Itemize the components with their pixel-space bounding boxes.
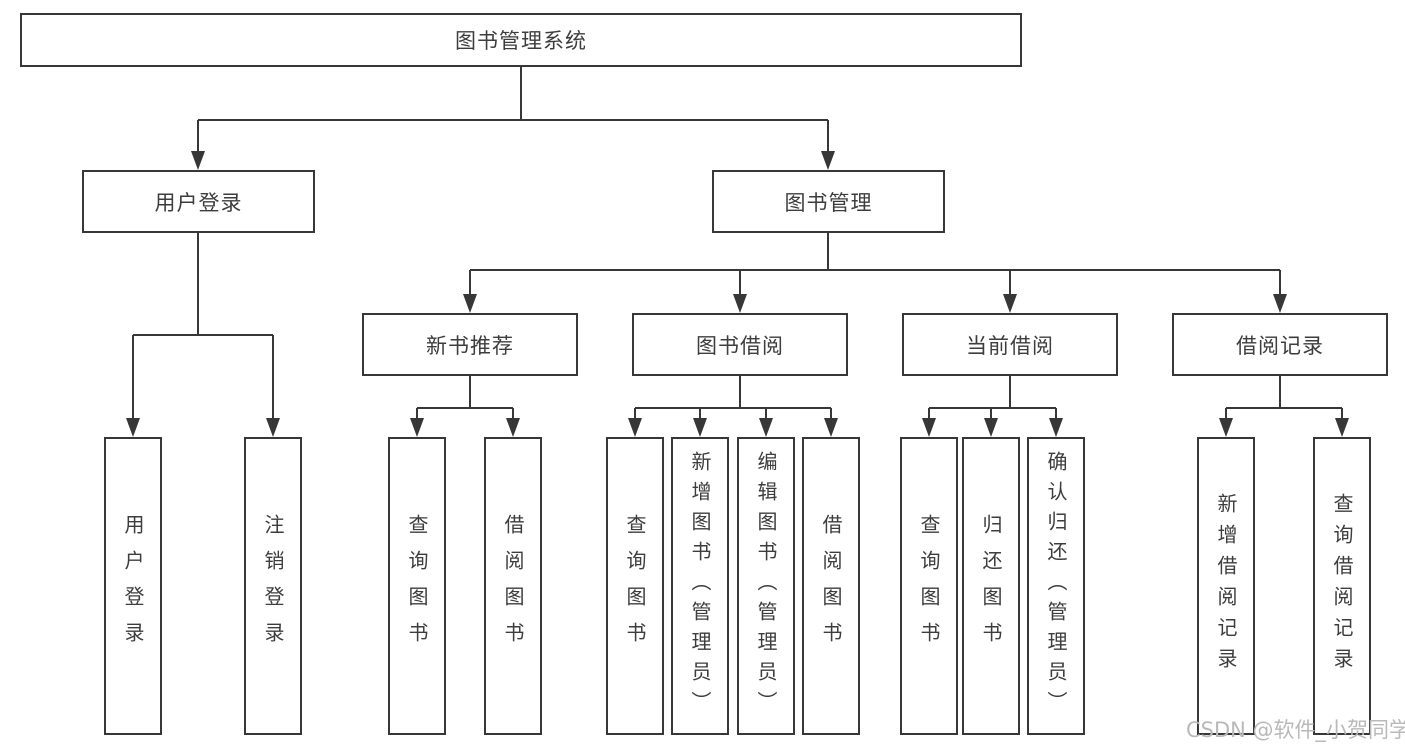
node-label: 归还图书 [979, 514, 1003, 658]
connector-book-borrow-children [628, 376, 838, 437]
leaf-edit-book-admin: 编辑图书（管理员） [737, 437, 795, 735]
node-current-borrow: 当前借阅 [902, 313, 1118, 376]
connector-root-to-level2 [191, 67, 835, 170]
node-label: 查询图书 [623, 514, 647, 658]
csdn-watermark: CSDN @软件_小贺同学 [1186, 718, 1405, 742]
node-label: 借阅图书 [501, 514, 525, 658]
connector-borrow-record-children [1219, 376, 1349, 437]
node-user-login: 用户登录 [82, 170, 315, 233]
leaf-return-book: 归还图书 [962, 437, 1020, 735]
leaf-query-book-3: 查询图书 [900, 437, 958, 735]
node-label: 用户登录 [121, 514, 145, 658]
leaf-borrow-book-1: 借阅图书 [484, 437, 542, 735]
leaf-add-book-admin: 新增图书（管理员） [671, 437, 729, 735]
node-book-borrow: 图书借阅 [632, 313, 848, 376]
leaf-query-borrow-record: 查询借阅记录 [1313, 437, 1371, 735]
node-label: 编辑图书（管理员） [754, 451, 778, 721]
node-label: 借阅图书 [819, 514, 843, 658]
connector-user-login-children [126, 233, 280, 437]
node-label: 查询图书 [917, 514, 941, 658]
node-label: 查询借阅记录 [1330, 493, 1354, 679]
node-new-book-recommend: 新书推荐 [362, 313, 578, 376]
leaf-borrow-book-2: 借阅图书 [802, 437, 860, 735]
connector-new-book-children [410, 376, 520, 437]
node-label: 新增图书（管理员） [688, 451, 712, 721]
leaf-confirm-return-admin: 确认归还（管理员） [1027, 437, 1085, 735]
connector-current-borrow-children [922, 376, 1063, 437]
leaf-add-borrow-record: 新增借阅记录 [1197, 437, 1255, 735]
leaf-logout: 注销登录 [244, 437, 302, 735]
node-root: 图书管理系统 [20, 13, 1022, 67]
node-borrow-records: 借阅记录 [1172, 313, 1388, 376]
node-label: 注销登录 [261, 514, 285, 658]
node-label: 确认归还（管理员） [1044, 451, 1068, 721]
connector-book-management-children [463, 233, 1287, 313]
leaf-query-book-1: 查询图书 [388, 437, 446, 735]
leaf-query-book-2: 查询图书 [606, 437, 664, 735]
node-label: 查询图书 [405, 514, 429, 658]
node-label: 新增借阅记录 [1214, 493, 1238, 679]
node-book-management: 图书管理 [712, 170, 945, 233]
leaf-user-login: 用户登录 [104, 437, 162, 735]
